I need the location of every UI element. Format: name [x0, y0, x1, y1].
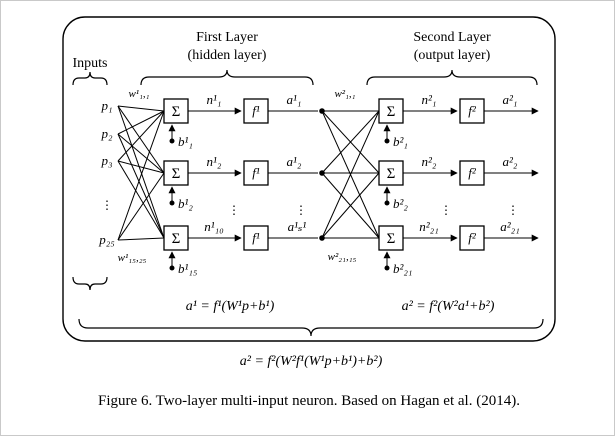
layer1-subtitle: (hidden layer): [188, 48, 267, 63]
sum-symbol: Σ: [387, 231, 396, 247]
weight-label-w2-bottom: w²₂₁,₁₅: [328, 251, 357, 263]
layer2-formula: a² = f²(W²a¹+b²): [402, 299, 495, 314]
layer1-brace: [140, 69, 314, 86]
layer1-title: First Layer: [196, 30, 258, 45]
layer2-title: Second Layer: [413, 30, 491, 45]
layer1-neuron-1: Σ b¹₁ n¹₁ f¹ a¹₁: [163, 92, 325, 149]
bias-dot: [169, 265, 175, 271]
input-p3: p₃: [100, 153, 112, 168]
bias-label: b²₂: [393, 196, 408, 211]
a1-column-ellipsis: ⋮: [295, 203, 307, 217]
combined-formula: a² = f²(W²f¹(W¹p+b¹)+b²): [240, 354, 383, 369]
weight-label-w2-top: w²₁,₁: [334, 88, 355, 100]
layer2-brace: [366, 69, 538, 86]
transfer-label: f¹: [252, 103, 260, 118]
bias-dot: [384, 265, 390, 271]
output-label: a¹ₛ¹: [288, 219, 307, 234]
net-label: n¹₂: [207, 154, 222, 169]
output-label: a¹₁: [287, 92, 302, 107]
layer1-neuron-2: Σ b¹₂ n¹₂ f¹ a¹₂: [163, 154, 325, 211]
bias-label: b²₂₁: [393, 261, 412, 276]
weight-label-w1-top: w¹₁,₁: [128, 88, 149, 100]
bottom-brace: [78, 318, 544, 337]
transfer-box: [243, 98, 269, 124]
transfer-label: f¹: [252, 230, 260, 245]
net-label: n¹₁: [207, 92, 222, 107]
fan-connections: [321, 110, 380, 239]
weight-label-w1-bottom: w¹₁₅,₂₅: [118, 252, 147, 264]
net-label: n²₂: [422, 154, 437, 169]
sum-symbol: Σ: [387, 166, 396, 182]
output-column-ellipsis: ⋮: [507, 203, 519, 217]
output-label: a²₂₁: [500, 219, 519, 234]
bias-label: b¹₁₅: [178, 261, 197, 276]
sum-box: [378, 160, 404, 186]
diagram-border: [62, 16, 556, 342]
layer2-subtitle: (output layer): [414, 48, 491, 63]
inputs-brace-bottom: [72, 276, 108, 291]
layer2-column-ellipsis: ⋮: [440, 203, 452, 217]
hidden-column-ellipsis: ⋮: [228, 203, 240, 217]
sum-box: [378, 225, 404, 251]
layer1-neuron-3: Σ b¹₁₅ n¹₁₀ f¹ a¹ₛ¹: [163, 219, 325, 276]
sum-symbol: Σ: [172, 104, 181, 120]
bias-dot: [169, 200, 175, 206]
sum-symbol: Σ: [172, 166, 181, 182]
net-label: n²₁: [422, 92, 437, 107]
layer2-neuron-3: Σ b²₂₁ n²₂₁ f² a²₂₁: [378, 219, 539, 276]
transfer-label: f¹: [252, 165, 260, 180]
layer2-neuron-2: Σ b²₂ n²₂ f² a²₂: [378, 154, 539, 211]
input-p2: p₂: [100, 126, 113, 141]
output-label: a²₂: [503, 154, 518, 169]
bias-dot: [384, 200, 390, 206]
sum-symbol: Σ: [387, 104, 396, 120]
output-label: a¹₂: [287, 154, 302, 169]
transfer-box: [459, 98, 485, 124]
input-p25: p₂₅: [98, 232, 115, 247]
output-label: a²₁: [503, 92, 518, 107]
net-label: n¹₁₀: [204, 219, 223, 234]
transfer-box: [459, 160, 485, 186]
inputs-ellipsis: ⋮: [101, 198, 113, 212]
net-label: n²₂₁: [419, 219, 438, 234]
bias-label: b¹₂: [178, 196, 193, 211]
bias-label: b¹₁: [178, 134, 193, 149]
layer2-neuron-1: Σ b²₁ n²₁ f² a²₁: [378, 92, 539, 149]
transfer-label: f²: [468, 165, 477, 180]
figure-caption: Figure 6. Two-layer multi-input neuron. …: [98, 393, 520, 409]
bias-dot: [169, 138, 175, 144]
layer1-formula: a¹ = f¹(W¹p+b¹): [186, 299, 275, 314]
input-connections: [117, 105, 165, 241]
transfer-box: [243, 225, 269, 251]
inputs-brace-top: [72, 71, 108, 86]
transfer-label: f²: [468, 230, 477, 245]
transfer-label: f²: [468, 103, 477, 118]
bias-dot: [384, 138, 390, 144]
sum-symbol: Σ: [172, 231, 181, 247]
inputs-header: Inputs: [73, 56, 108, 71]
bias-label: b²₁: [393, 134, 408, 149]
input-p1: p₁: [100, 98, 112, 113]
